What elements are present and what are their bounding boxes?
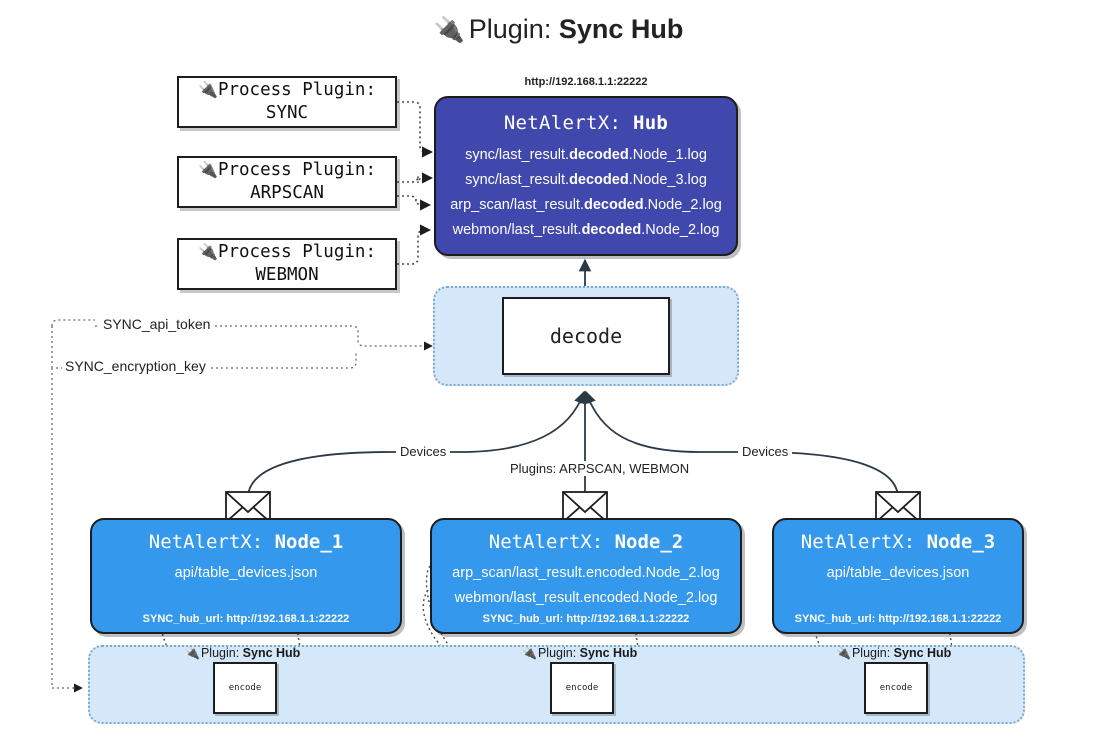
plug-icon: 🔌 xyxy=(185,646,200,660)
secret-label-encryption-key: SYNC_encryption_key xyxy=(62,358,209,374)
secret-label-api-token: SYNC_api_token xyxy=(100,316,214,332)
node-to-decode-edges xyxy=(247,390,899,497)
node-line: api/table_devices.json xyxy=(826,565,970,581)
encode-box-3[interactable]: encode xyxy=(864,662,928,714)
plug-icon: 🔌 xyxy=(198,241,218,261)
encode-box-2[interactable]: encode xyxy=(550,662,614,714)
decode-box[interactable]: decode xyxy=(502,297,670,375)
edge-label-devices-right: Devices xyxy=(738,444,793,459)
edge-label-plugins: Plugins: ARPSCAN, WEBMON xyxy=(506,461,694,476)
node-title: NetAlertX: Node_3 xyxy=(800,531,996,553)
hub-url-label: http://192.168.1.1:22222 xyxy=(524,76,648,88)
plugin-label-encode-3: 🔌Plugin: Sync Hub xyxy=(836,646,952,660)
process-plugin-name: SYNC xyxy=(265,103,309,123)
plug-icon: 🔌 xyxy=(836,646,851,660)
node-footer: SYNC_hub_url: http://192.168.1.1:22222 xyxy=(142,613,350,625)
hub-log-line: webmon/last_result.decoded.Node_2.log xyxy=(452,222,720,238)
hub-box[interactable]: NetAlertX: Hub sync/last_result.decoded.… xyxy=(434,96,738,256)
hub-log-line: arp_scan/last_result.decoded.Node_2.log xyxy=(450,197,722,213)
encode-box-1[interactable]: encode xyxy=(213,662,277,714)
node-line-list: arp_scan/last_result.encoded.Node_2.log … xyxy=(432,561,740,611)
title-prefix: Plugin: xyxy=(468,14,552,44)
process-plugin-label: Process Plugin: xyxy=(217,79,376,100)
process-plugin-name: WEBMON xyxy=(255,265,319,285)
plugin-to-hub-connectors xyxy=(397,101,434,265)
node-footer: SYNC_hub_url: http://192.168.1.1:22222 xyxy=(794,613,1002,625)
title-name: Sync Hub xyxy=(558,14,684,44)
node-box-node-3[interactable]: NetAlertX: Node_3 api/table_devices.json… xyxy=(772,518,1024,634)
hub-log-line: sync/last_result.decoded.Node_1.log xyxy=(465,147,707,163)
node-footer: SYNC_hub_url: http://192.168.1.1:22222 xyxy=(482,613,690,625)
node-line-list: api/table_devices.json xyxy=(774,561,1022,586)
node-line: webmon/last_result.encoded.Node_2.log xyxy=(454,590,718,606)
hub-log-list: sync/last_result.decoded.Node_1.log sync… xyxy=(436,143,736,243)
edge-label-devices-left: Devices xyxy=(396,444,451,459)
plugin-label-encode-1: 🔌Plugin: Sync Hub xyxy=(185,646,301,660)
plugin-label-encode-2: 🔌Plugin: Sync Hub xyxy=(522,646,638,660)
hub-log-line: sync/last_result.decoded.Node_3.log xyxy=(465,172,707,188)
hub-title-prefix: NetAlertX: xyxy=(503,112,622,134)
hub-title: NetAlertX: Hub xyxy=(436,112,736,134)
process-plugin-sync[interactable]: 🔌Process Plugin: SYNC xyxy=(177,76,397,128)
plug-icon: 🔌 xyxy=(433,16,465,44)
node-title: NetAlertX: Node_2 xyxy=(488,531,684,553)
node-line-list: api/table_devices.json xyxy=(92,561,400,586)
plug-icon: 🔌 xyxy=(522,646,537,660)
node-title: NetAlertX: Node_1 xyxy=(148,531,344,553)
node-line: api/table_devices.json xyxy=(174,565,318,581)
process-plugin-label: Process Plugin: xyxy=(217,159,376,180)
process-plugin-arpscan[interactable]: 🔌Process Plugin: ARPSCAN xyxy=(177,156,397,208)
node-box-node-1[interactable]: NetAlertX: Node_1 api/table_devices.json… xyxy=(90,518,402,634)
plug-icon: 🔌 xyxy=(198,79,218,99)
hub-title-name: Hub xyxy=(632,112,669,134)
process-plugin-webmon[interactable]: 🔌Process Plugin: WEBMON xyxy=(177,238,397,290)
node-line: arp_scan/last_result.encoded.Node_2.log xyxy=(452,565,720,581)
node-box-node-2[interactable]: NetAlertX: Node_2 arp_scan/last_result.e… xyxy=(430,518,742,634)
process-plugin-label: Process Plugin: xyxy=(217,241,376,262)
plug-icon: 🔌 xyxy=(198,159,218,179)
page-title: 🔌Plugin: Sync Hub xyxy=(0,14,1117,45)
process-plugin-name: ARPSCAN xyxy=(250,183,324,203)
